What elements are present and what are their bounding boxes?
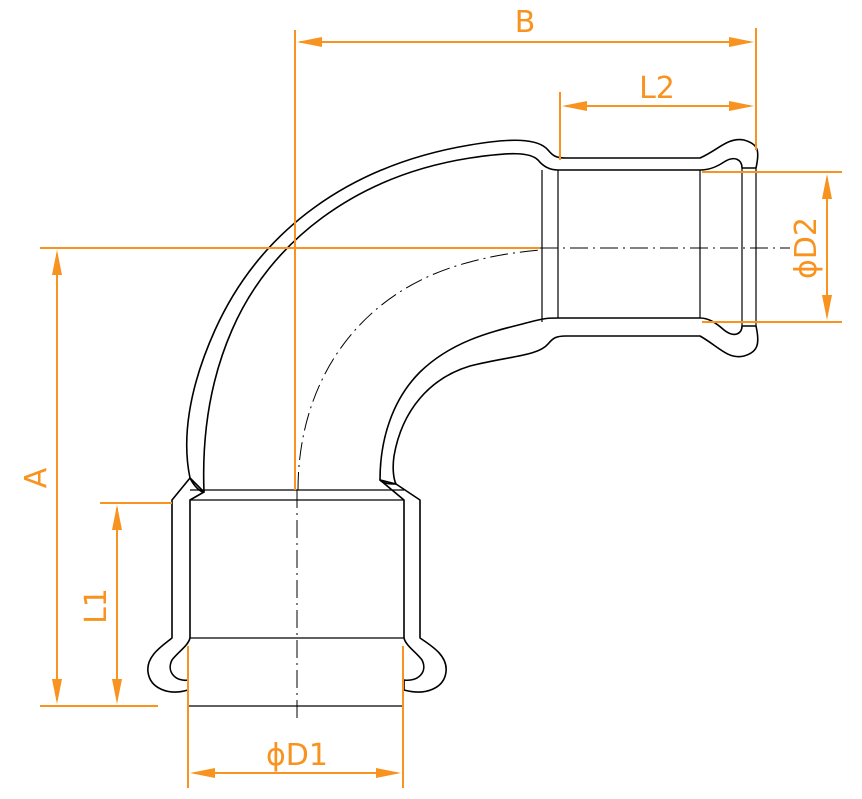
dim-d1-arrow-right xyxy=(376,768,401,778)
dim-l1-arrow-bottom xyxy=(112,679,122,704)
outer-wall xyxy=(185,138,759,493)
dim-a-arrow-bottom xyxy=(52,679,62,704)
dim-d2-arrow-top xyxy=(822,174,832,199)
dim-b-arrow-right xyxy=(729,37,754,47)
inner-bend-wall xyxy=(379,317,759,485)
dim-a-label: A xyxy=(19,467,54,488)
dim-a-arrow-top xyxy=(52,250,62,275)
dim-l2-arrow-right xyxy=(729,101,754,111)
dim-l2-label: L2 xyxy=(639,71,675,106)
socket1-right-wall xyxy=(379,479,447,693)
fitting-body xyxy=(147,138,790,722)
dim-l1-arrow-top xyxy=(112,505,122,530)
dimensions: B L2 ϕD2 A L1 ϕD1 xyxy=(19,5,842,788)
dim-b-label: B xyxy=(515,5,536,40)
dim-l2-arrow-left xyxy=(562,101,587,111)
dim-d2-label: ϕD2 xyxy=(789,217,824,279)
dim-d1-arrow-left xyxy=(190,768,215,778)
bend-centerline xyxy=(297,249,541,491)
socket1-left-wall xyxy=(147,477,205,693)
dim-b-arrow-left xyxy=(297,37,322,47)
dim-l1-label: L1 xyxy=(79,588,114,624)
dim-d1-label: ϕD1 xyxy=(266,738,328,773)
dim-d2-arrow-bottom xyxy=(822,295,832,320)
